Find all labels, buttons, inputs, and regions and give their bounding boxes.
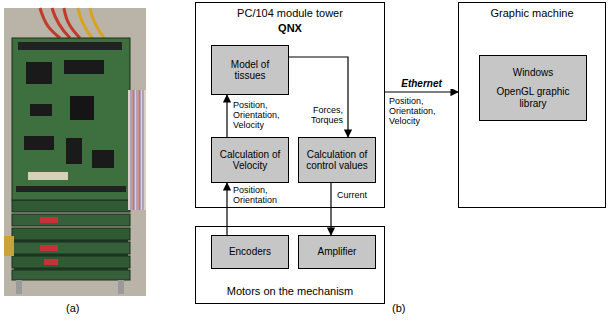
ribbon-stripes — [131, 90, 143, 210]
box-title: QNX — [278, 22, 302, 35]
graphic-machine: Graphic machineWindowsOpenGL graphic lib… — [458, 2, 606, 208]
process-box: Model of tissues — [211, 45, 289, 95]
ribbon-cable — [128, 90, 146, 210]
edge-label: Position, Orientation — [233, 186, 291, 206]
signal-label: Position, Orientation, Velocity — [389, 97, 457, 127]
ribbon-stripes — [133, 90, 139, 210]
process-box: Encoders — [211, 235, 289, 269]
connector — [28, 172, 68, 180]
photo-ground — [4, 8, 146, 296]
edge-label: Ethernet — [389, 78, 455, 89]
flow-arrow — [385, 91, 458, 92]
standoff — [16, 280, 22, 294]
wires — [40, 8, 80, 38]
box-label: Encoders — [229, 246, 271, 258]
motor-group: Motors on the mechanism Encoders Amplifier — [195, 226, 385, 304]
panel-label: (b) — [392, 302, 416, 314]
box-label: Model of tissues — [216, 59, 284, 82]
box-title: Motors on the mechanism — [227, 285, 354, 298]
chip — [64, 60, 104, 74]
edge-label: Forces, Torques — [297, 106, 343, 126]
box-label: Amplifier — [318, 246, 357, 258]
edge-label: Position, Orientation, Velocity — [233, 101, 291, 131]
edge-label: Current — [337, 191, 375, 201]
header — [16, 186, 126, 192]
flow-arrow — [330, 183, 331, 235]
board — [12, 200, 130, 212]
wires — [78, 8, 104, 38]
dip-switch — [40, 217, 58, 223]
process-box: Calculation of Velocity — [211, 137, 289, 183]
board — [12, 214, 130, 226]
chip — [92, 150, 114, 168]
chip — [30, 104, 52, 116]
board — [12, 242, 130, 254]
board — [12, 270, 130, 280]
flow-arrow — [226, 183, 227, 235]
pcb-photo — [0, 0, 150, 300]
dip-switch — [40, 245, 58, 251]
panel-label: (a) — [66, 302, 90, 314]
chip — [70, 96, 94, 120]
flow-arrow — [289, 57, 348, 137]
box-label: Windows — [513, 67, 554, 79]
process-box: Calculation of control values — [298, 137, 376, 183]
flow-arrow — [226, 95, 227, 137]
process-box: Amplifier — [298, 235, 376, 269]
board — [12, 228, 130, 240]
board — [12, 256, 130, 268]
box-title: PC/104 module tower — [237, 7, 343, 20]
chip — [24, 136, 54, 150]
top-board — [12, 38, 130, 200]
header — [18, 42, 122, 50]
chip — [66, 138, 82, 164]
box-label: Calculation of Velocity — [216, 149, 284, 172]
software-box: WindowsOpenGL graphic library — [479, 55, 587, 121]
standoff — [118, 280, 124, 294]
box-label: Calculation of control values — [303, 149, 371, 172]
connector — [4, 236, 14, 256]
dip-switch — [44, 259, 58, 265]
chip — [26, 62, 52, 84]
box-title: Graphic machine — [490, 7, 573, 20]
box-label: OpenGL graphic library — [484, 86, 582, 109]
